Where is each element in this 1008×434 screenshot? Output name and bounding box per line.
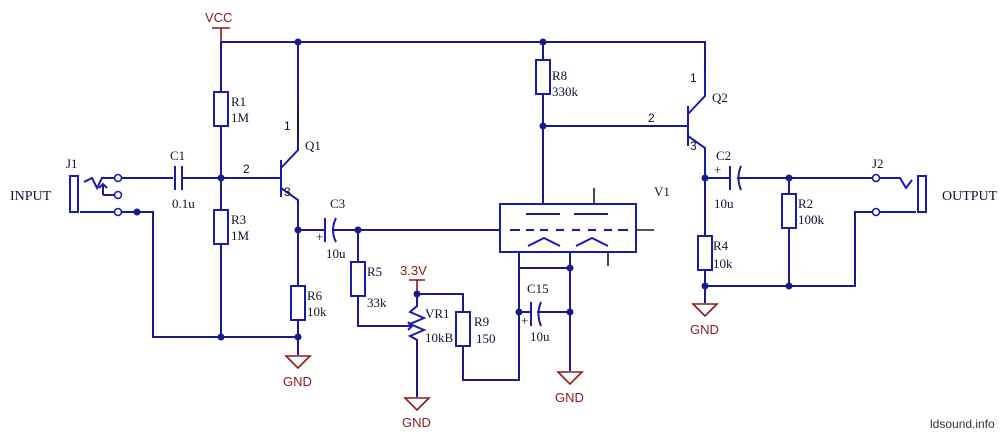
r6-resistor: R6 10k <box>290 285 327 355</box>
q1-pin1: 1 <box>284 119 291 133</box>
r9-resistor: R9 150 <box>455 311 520 381</box>
output-node <box>701 174 731 237</box>
input-wiring <box>121 177 299 341</box>
j1-label: J1 <box>66 156 78 171</box>
vr1-ref: VR1 <box>425 306 450 321</box>
r2-ref: R2 <box>798 196 813 211</box>
gnd-symbol-3: GND <box>555 371 584 405</box>
c3-value: 10u <box>326 246 346 261</box>
c1-ref: C1 <box>170 148 185 163</box>
gnd-label-3: GND <box>555 390 584 405</box>
r2-value: 100k <box>798 212 825 227</box>
gnd-symbol-2: GND <box>402 397 431 430</box>
r8-ref: R8 <box>552 68 567 83</box>
q1-transistor: 1 3 Q1 <box>270 110 321 230</box>
input-label: INPUT <box>10 189 52 204</box>
c1-value: 0.1u <box>172 196 195 211</box>
output-label: OUTPUT <box>942 189 998 204</box>
vr1-value: 10kB <box>425 330 454 345</box>
c15-value: 10u <box>530 329 550 344</box>
c2-ref: C2 <box>716 148 731 163</box>
r1-resistor: R1 1M <box>213 91 250 211</box>
q1-ref: Q1 <box>305 138 321 153</box>
c3-plus: + <box>316 229 323 244</box>
q2-transistor: 1 3 Q2 <box>678 71 728 178</box>
vcc-label: VCC <box>205 10 232 25</box>
r4-ref: R4 <box>713 238 729 253</box>
r1-ref: R1 <box>231 94 246 109</box>
r5-value: 33k <box>367 295 387 310</box>
c15-capacitor: C15 + 10u <box>515 267 574 371</box>
r3-ref: R3 <box>231 212 246 227</box>
q1-pin3: 3 <box>284 185 291 199</box>
c3-capacitor: C3 + 10u <box>316 196 501 261</box>
q2-pin3: 3 <box>690 139 697 153</box>
j2-jack: J2 OUTPUT <box>871 156 998 217</box>
c1-capacitor: C1 0.1u <box>170 148 282 211</box>
r6-ref: R6 <box>307 288 323 303</box>
r4-value: 10k <box>713 256 733 271</box>
r8-value: 330k <box>552 84 579 99</box>
c15-plus: + <box>521 313 528 328</box>
gnd-symbol-4: GND <box>690 303 719 337</box>
q1-pin2: 2 <box>243 162 250 176</box>
q2-pin1: 1 <box>690 71 697 85</box>
r5-ref: R5 <box>367 264 382 279</box>
q2-ref: Q2 <box>712 90 728 105</box>
vr1-potentiometer: VR1 10kB <box>404 290 464 397</box>
r2-resistor: R2 100k <box>781 177 825 287</box>
c3-ref: C3 <box>330 196 345 211</box>
r3-value: 1M <box>231 228 250 243</box>
c2-plus: + <box>714 162 721 177</box>
c2-value: 10u <box>714 196 734 211</box>
v33-label: 3.3V <box>400 263 427 278</box>
emitter-node <box>294 226 326 287</box>
vcc-symbol: VCC <box>205 10 232 42</box>
r6-value: 10k <box>307 304 327 319</box>
r3-resistor: R3 1M <box>213 209 250 338</box>
c2-capacitor: C2 + 10u <box>714 148 873 211</box>
r1-value: 1M <box>231 110 250 125</box>
j2-label: J2 <box>872 156 884 171</box>
r9-value: 150 <box>476 331 496 346</box>
q2-pin2: 2 <box>648 111 655 125</box>
gnd-label-1: GND <box>283 374 312 389</box>
r5-resistor: R5 33k <box>350 229 411 327</box>
vcc-rail <box>220 38 706 111</box>
gnd-label-4: GND <box>690 322 719 337</box>
r9-ref: R9 <box>474 314 489 329</box>
v33-symbol: 3.3V <box>400 263 427 294</box>
v1-ref: V1 <box>654 184 670 199</box>
c15-ref: C15 <box>527 281 549 296</box>
j1-jack: J1 INPUT <box>10 156 123 217</box>
v1-tube: V1 <box>499 125 670 313</box>
watermark: ldsound.info <box>930 417 995 431</box>
r4-resistor: R4 10k <box>697 211 873 303</box>
gnd-label-2: GND <box>402 415 431 430</box>
r8-resistor: R8 330k <box>535 59 689 130</box>
gnd-symbol-1: GND <box>283 355 312 389</box>
